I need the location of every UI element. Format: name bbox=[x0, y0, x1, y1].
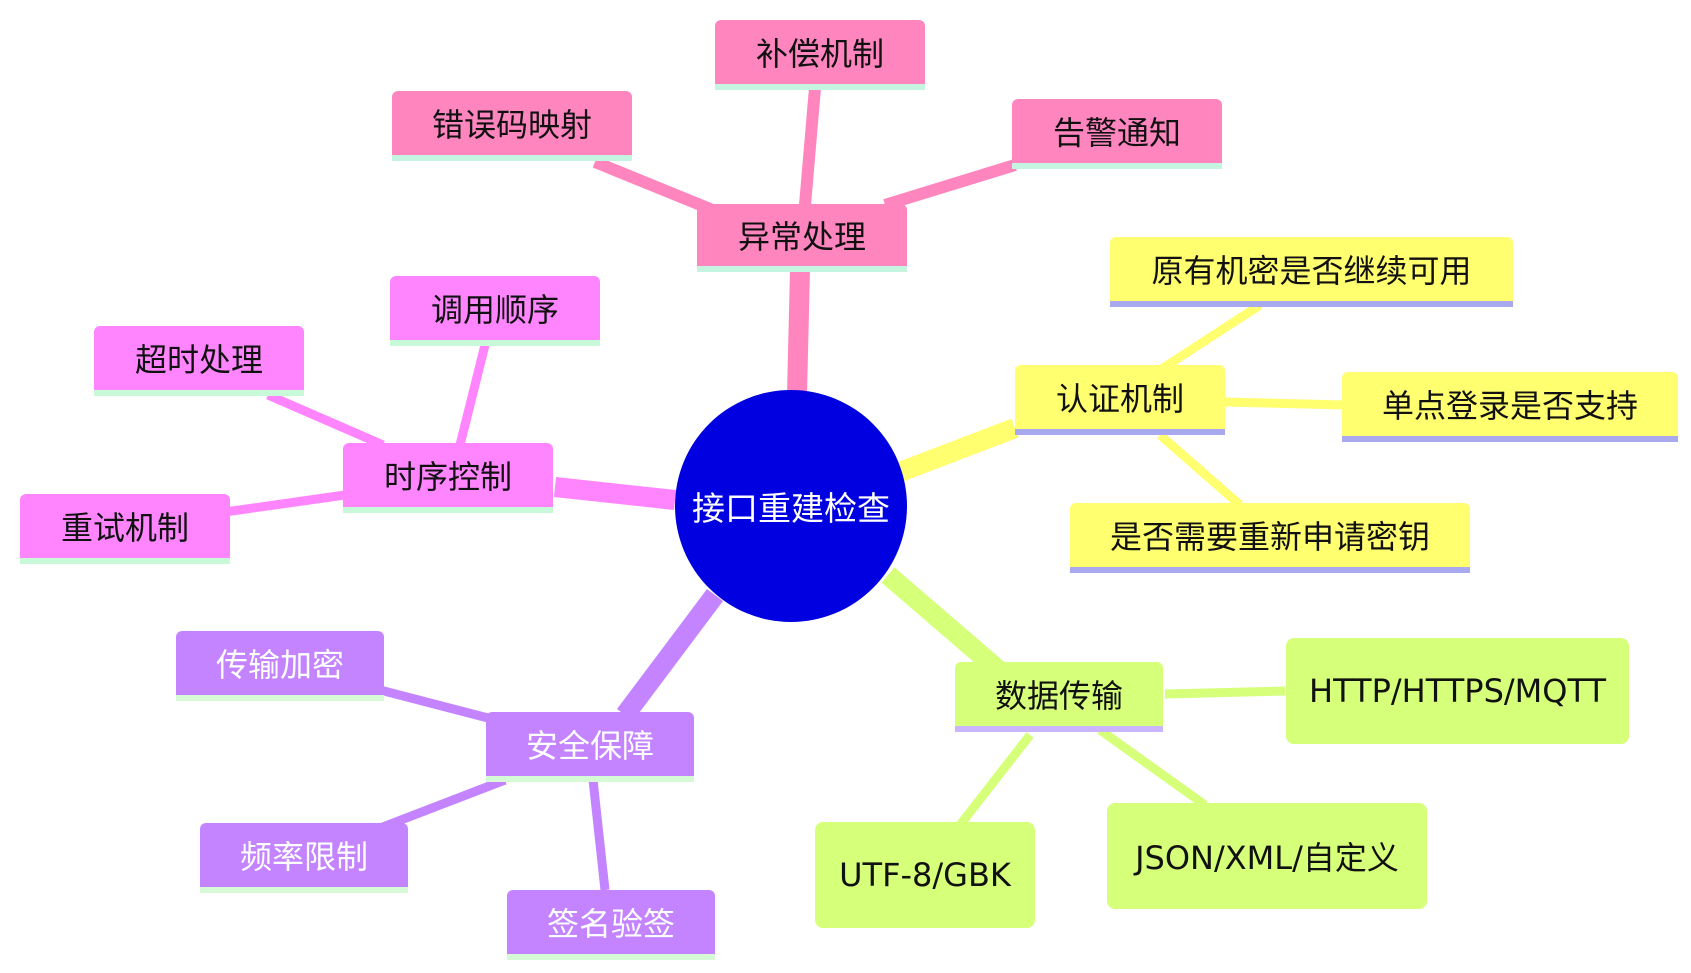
branch-auth[interactable]: 认证机制 bbox=[1015, 365, 1225, 435]
edge-center-timing bbox=[553, 477, 677, 510]
leaf-label: UTF-8/GBK bbox=[839, 856, 1011, 894]
leaf-error-code-mapping[interactable]: 错误码映射 bbox=[392, 91, 632, 161]
center-node[interactable]: 接口重建检查 bbox=[675, 390, 907, 622]
leaf-label: JSON/XML/自定义 bbox=[1135, 839, 1399, 877]
leaf-sso-support[interactable]: 单点登录是否支持 bbox=[1342, 372, 1678, 442]
edge-transfer-protocol bbox=[1164, 686, 1286, 699]
leaf-retry-mechanism[interactable]: 重试机制 bbox=[20, 494, 230, 564]
edge-transfer-format bbox=[1097, 726, 1208, 809]
leaf-timeout-handling[interactable]: 超时处理 bbox=[94, 326, 304, 396]
leaf-label: 传输加密 bbox=[215, 646, 344, 684]
leaf-format[interactable]: JSON/XML/自定义 bbox=[1107, 803, 1427, 909]
branch-data-transfer[interactable]: 数据传输 bbox=[955, 662, 1163, 732]
leaf-compensation[interactable]: 补偿机制 bbox=[715, 20, 925, 90]
edge-security-encrypt bbox=[378, 685, 490, 723]
leaf-label: 错误码映射 bbox=[431, 106, 592, 144]
leaf-label: 单点登录是否支持 bbox=[1381, 387, 1638, 425]
center-label: 接口重建检查 bbox=[692, 489, 890, 528]
branch-timing[interactable]: 时序控制 bbox=[343, 443, 553, 513]
leaf-label: 超时处理 bbox=[134, 341, 263, 379]
edge-center-exception bbox=[787, 269, 810, 396]
edge-exception-compensate bbox=[799, 87, 821, 206]
leaf-alert-notification[interactable]: 告警通知 bbox=[1012, 99, 1222, 169]
leaf-existing-secret[interactable]: 原有机密是否继续可用 bbox=[1110, 237, 1513, 307]
leaf-label: HTTP/HTTPS/MQTT bbox=[1309, 672, 1606, 710]
edge-security-sign bbox=[588, 779, 610, 891]
leaf-signature-verification[interactable]: 签名验签 bbox=[507, 890, 715, 960]
edge-timing-timeout bbox=[266, 390, 385, 450]
branch-label: 数据传输 bbox=[994, 677, 1123, 715]
edge-auth-sso bbox=[1224, 397, 1346, 410]
leaf-label: 重试机制 bbox=[60, 509, 189, 547]
leaf-rate-limit[interactable]: 频率限制 bbox=[200, 823, 408, 893]
leaf-label: 原有机密是否继续可用 bbox=[1151, 252, 1472, 290]
leaf-transport-encryption[interactable]: 传输加密 bbox=[176, 631, 384, 701]
leaf-label: 补偿机制 bbox=[755, 35, 884, 73]
edge-timing-order bbox=[455, 343, 490, 447]
branch-security[interactable]: 安全保障 bbox=[486, 712, 694, 782]
branch-label: 时序控制 bbox=[383, 458, 512, 496]
edge-center-security bbox=[617, 589, 723, 721]
branch-label: 异常处理 bbox=[737, 218, 866, 256]
leaf-label: 签名验签 bbox=[546, 905, 675, 943]
edge-transfer-encoding bbox=[956, 732, 1034, 828]
leaf-label: 频率限制 bbox=[239, 838, 368, 876]
edge-exception-alert bbox=[883, 159, 1017, 211]
leaf-label: 是否需要重新申请密钥 bbox=[1109, 518, 1430, 556]
leaf-label: 告警通知 bbox=[1052, 114, 1181, 152]
edge-auth-existing bbox=[1157, 301, 1263, 374]
leaf-protocol[interactable]: HTTP/HTTPS/MQTT bbox=[1286, 638, 1629, 744]
branch-label: 安全保障 bbox=[525, 727, 654, 765]
edge-security-ratelimit bbox=[373, 775, 507, 835]
branch-label: 认证机制 bbox=[1055, 380, 1184, 418]
edge-center-auth bbox=[896, 418, 1019, 482]
leaf-label: 调用顺序 bbox=[430, 291, 559, 329]
edge-auth-newkey bbox=[1157, 431, 1243, 509]
edge-timing-retry bbox=[224, 490, 346, 517]
leaf-encoding[interactable]: UTF-8/GBK bbox=[815, 822, 1035, 928]
branch-exception[interactable]: 异常处理 bbox=[697, 204, 907, 272]
leaf-new-key[interactable]: 是否需要重新申请密钥 bbox=[1070, 503, 1470, 573]
leaf-call-order[interactable]: 调用顺序 bbox=[390, 276, 600, 346]
